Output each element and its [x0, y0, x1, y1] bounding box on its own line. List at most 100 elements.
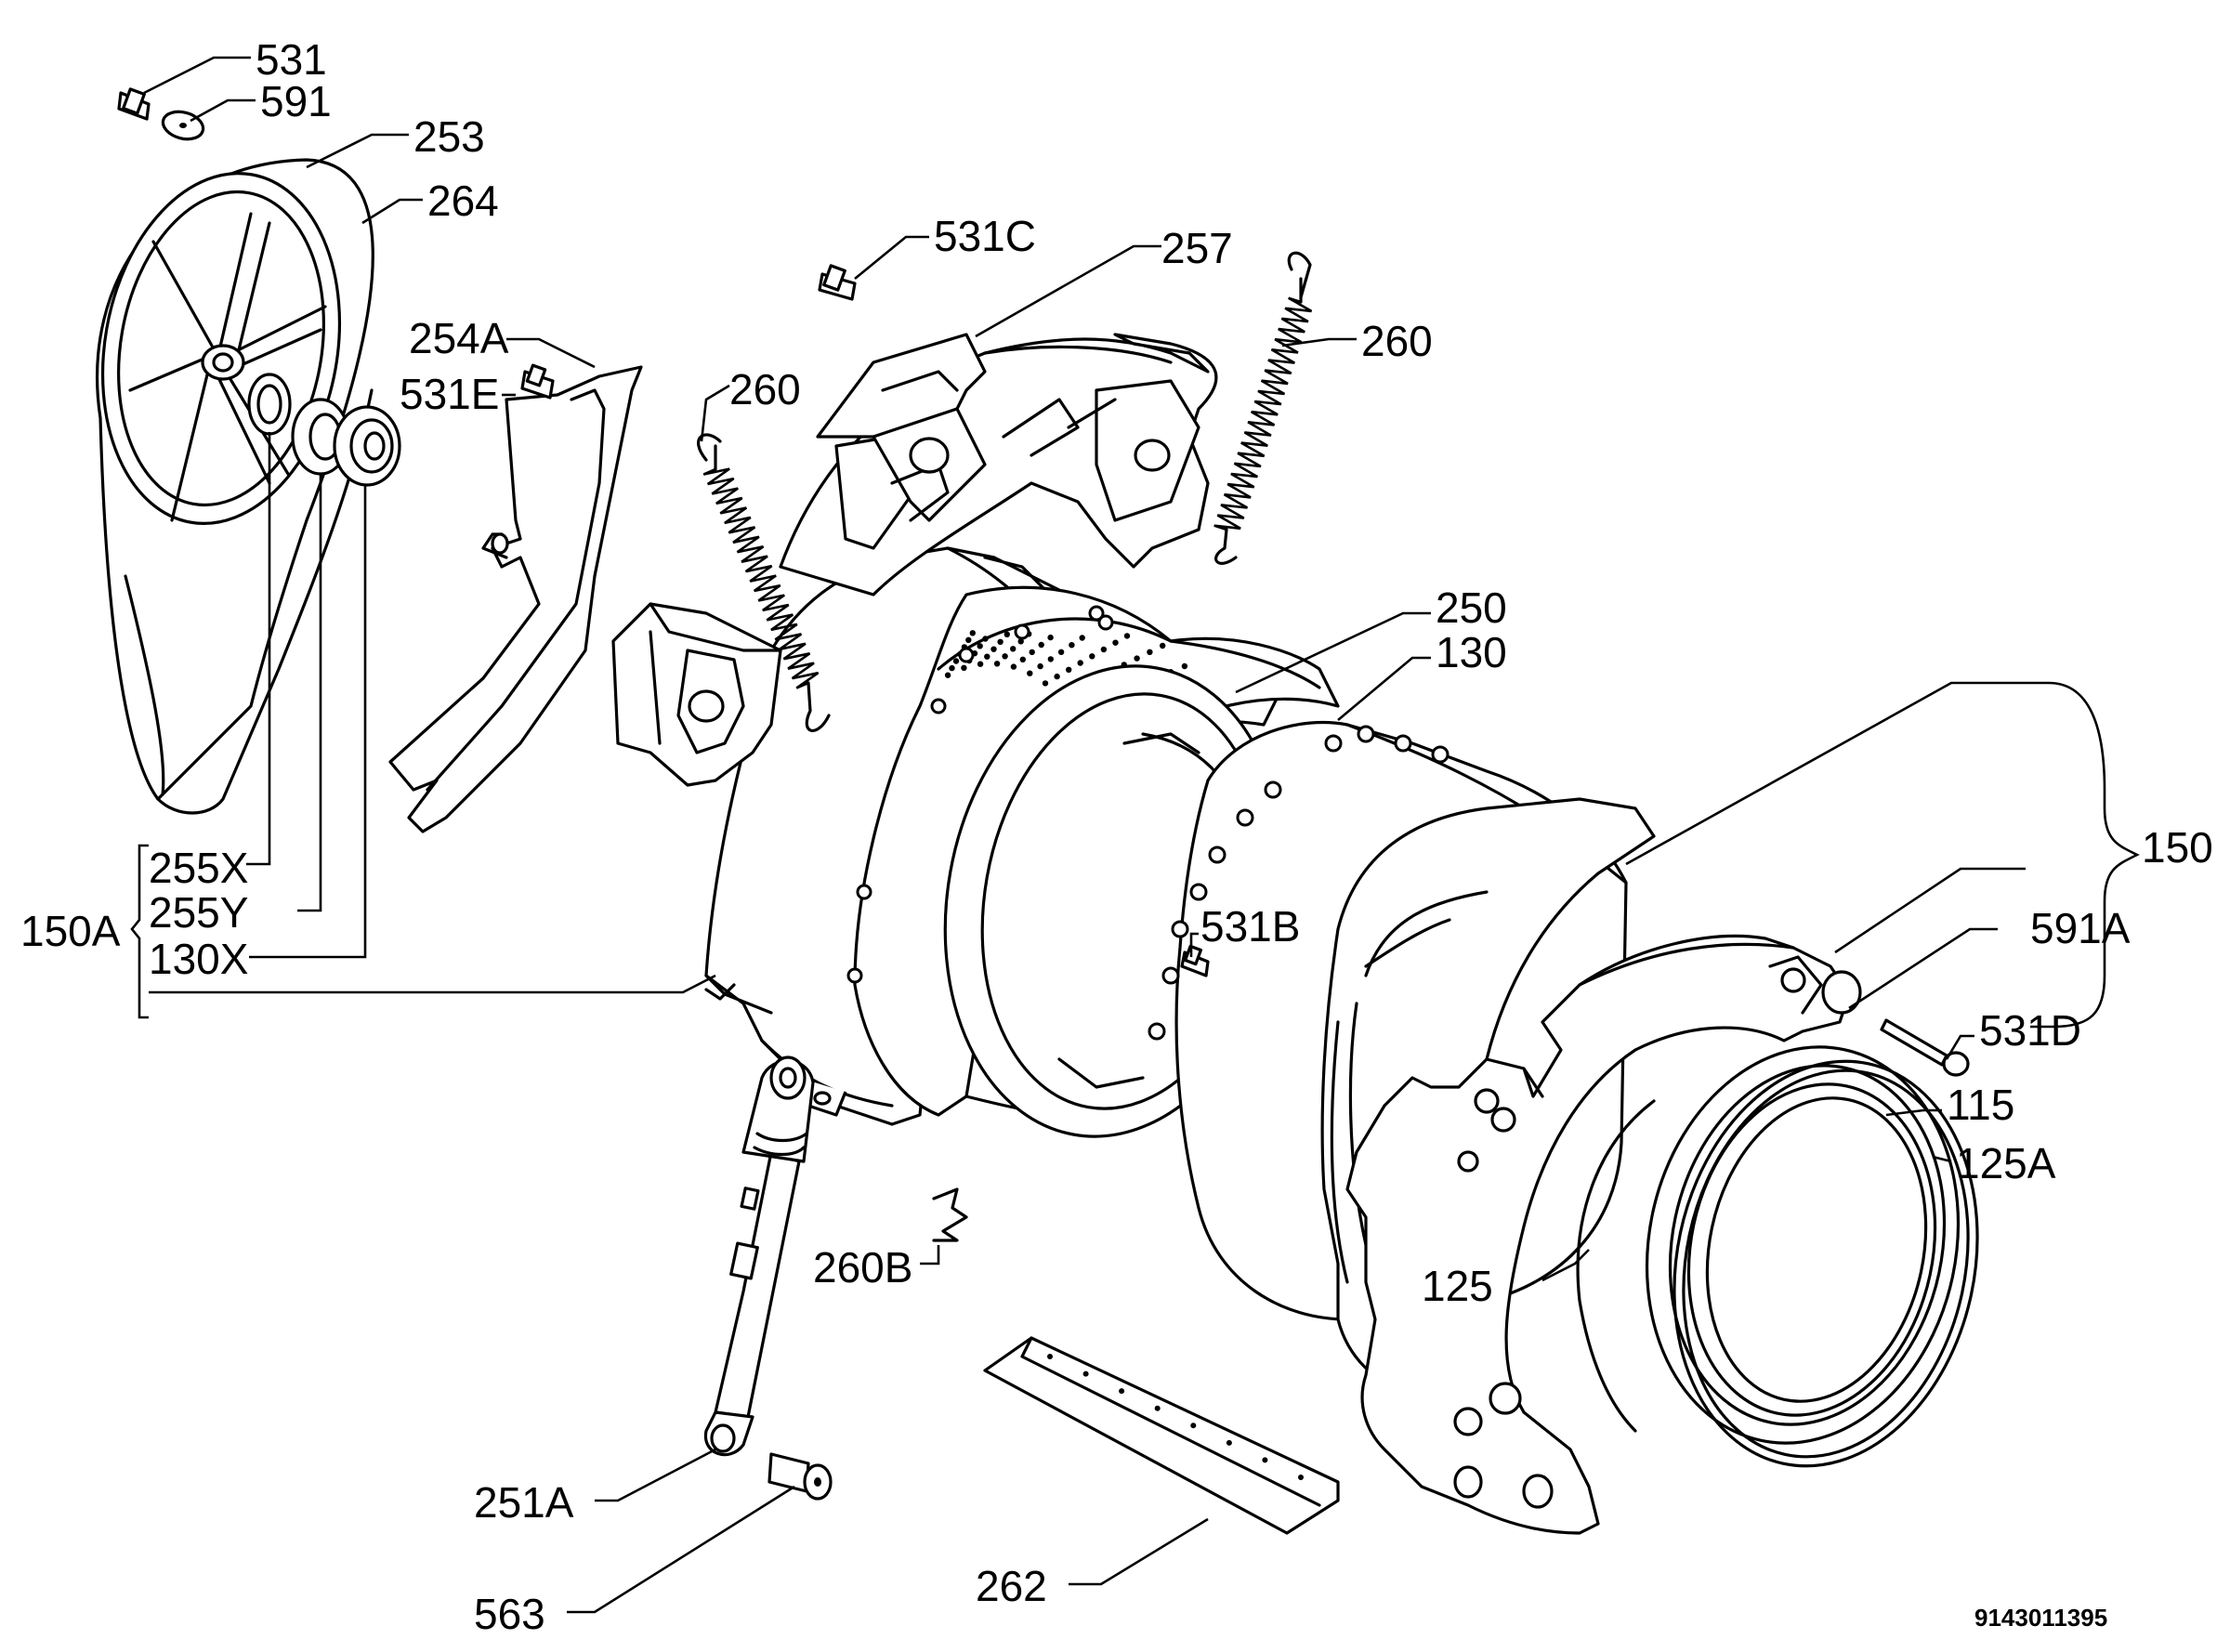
- bolt-531d: [1880, 1018, 1970, 1077]
- drawing-code: 9143011395: [1974, 1604, 2107, 1632]
- rib-hole: [1119, 1388, 1125, 1395]
- perforation-dot: [1089, 653, 1095, 660]
- rim-stud: [856, 884, 872, 900]
- rim-stud: [1208, 846, 1226, 864]
- perforation-dot: [977, 661, 984, 667]
- perforation-dot: [1079, 635, 1085, 641]
- perforation-dot: [1002, 653, 1008, 660]
- spring-coil: [702, 467, 820, 689]
- perforation-dot: [1029, 649, 1035, 656]
- perforation-dot: [1077, 660, 1083, 666]
- rim-stud: [1264, 780, 1282, 799]
- seal-255x: [247, 373, 292, 436]
- rib-hole: [1226, 1439, 1232, 1446]
- rim-stud: [1189, 883, 1208, 901]
- perforation-dot: [1134, 655, 1140, 662]
- rim-stud: [1171, 920, 1189, 938]
- rib-hole: [1154, 1405, 1161, 1411]
- perforation-dot: [1181, 662, 1188, 670]
- rim-stud: [930, 698, 947, 715]
- perforation-dot: [1069, 642, 1075, 649]
- rib-hole: [1298, 1475, 1304, 1480]
- perforation-dot: [1112, 639, 1119, 646]
- counterweight-rear-257: [779, 333, 1218, 597]
- perforation-dot: [1147, 649, 1153, 655]
- label-253: 253: [413, 112, 485, 161]
- clamp-125: [1576, 1099, 1656, 1433]
- rib-hole: [1190, 1423, 1197, 1429]
- rim-stud: [846, 967, 863, 984]
- perforation-dot: [1066, 666, 1072, 673]
- label-130: 130: [1436, 628, 1507, 676]
- rim-stud: [958, 647, 975, 663]
- rim-stud: [1097, 614, 1114, 631]
- perforation-dot: [1160, 642, 1166, 649]
- door-seal-115: [1645, 1045, 1961, 1445]
- screw-531: [117, 87, 151, 121]
- perforation-dot: [984, 653, 990, 660]
- part-labels: 531 591 253 264 531C 257 260 260 254A 53…: [20, 35, 2213, 1638]
- perforation-dot: [982, 636, 989, 642]
- spring-coil: [1213, 296, 1313, 531]
- rim-stud: [1088, 605, 1105, 622]
- rib-hole: [1047, 1354, 1053, 1359]
- perforation-dot: [1010, 663, 1017, 670]
- washer-591: [161, 110, 205, 141]
- label-563: 563: [474, 1590, 545, 1638]
- perforation-dot: [1047, 656, 1055, 662]
- screw-531e: [520, 363, 555, 400]
- perforation-dot: [969, 630, 977, 636]
- perforation-dot: [990, 646, 997, 652]
- label-150a: 150A: [20, 907, 121, 955]
- perforation-dot: [961, 664, 967, 671]
- perforation-dot: [944, 672, 951, 678]
- label-264: 264: [427, 177, 499, 225]
- label-125a: 125A: [1956, 1139, 2056, 1187]
- perforation-dot: [1042, 680, 1049, 687]
- perforation-dot: [949, 664, 955, 672]
- rim-stud: [1357, 725, 1375, 743]
- label-260b: 260B: [813, 1243, 912, 1291]
- bearing-130x: [333, 405, 401, 487]
- rim-stud: [1394, 734, 1412, 753]
- label-255x: 255X: [149, 844, 248, 892]
- tub-rim-studs: [846, 605, 1450, 1041]
- label-150: 150: [2142, 823, 2213, 872]
- rim-stud: [1236, 808, 1254, 827]
- perforation-dot: [1123, 633, 1131, 639]
- label-531c: 531C: [934, 212, 1036, 260]
- rim-stud: [1014, 623, 1030, 640]
- perforation-dot: [1057, 649, 1065, 655]
- perforation-dot: [1010, 646, 1017, 652]
- perforation-dot: [1004, 631, 1011, 637]
- label-591: 591: [260, 77, 332, 125]
- label-260-left: 260: [729, 365, 801, 413]
- label-125: 125: [1422, 1262, 1493, 1310]
- rim-stud: [1161, 966, 1180, 985]
- seal-ring-125a: [1672, 1059, 1979, 1468]
- perforation-dot: [1027, 670, 1033, 676]
- label-531: 531: [256, 35, 327, 84]
- perforation-dot: [1037, 662, 1043, 670]
- clip-260b: [932, 1187, 968, 1242]
- perforation-dot: [1017, 638, 1024, 645]
- perforation-dot: [997, 638, 1004, 645]
- label-531b: 531B: [1200, 902, 1300, 951]
- perforation-dot: [1047, 634, 1054, 641]
- screw-531c: [818, 264, 857, 301]
- label-262: 262: [976, 1562, 1047, 1610]
- rib-hole: [1262, 1457, 1268, 1463]
- perforation-dot: [1019, 656, 1027, 662]
- perforation-dot: [952, 658, 960, 664]
- leader-lines: [130, 56, 2140, 1614]
- label-591a: 591A: [2030, 904, 2131, 952]
- rim-stud: [1431, 745, 1450, 764]
- washer-591a: [1821, 970, 1862, 1015]
- pin-563: [767, 1452, 833, 1501]
- pulley-wheel: [96, 158, 374, 815]
- label-260-right: 260: [1361, 317, 1433, 365]
- counterweight-front: [1345, 934, 1851, 1535]
- spring-260-right: [1213, 251, 1313, 565]
